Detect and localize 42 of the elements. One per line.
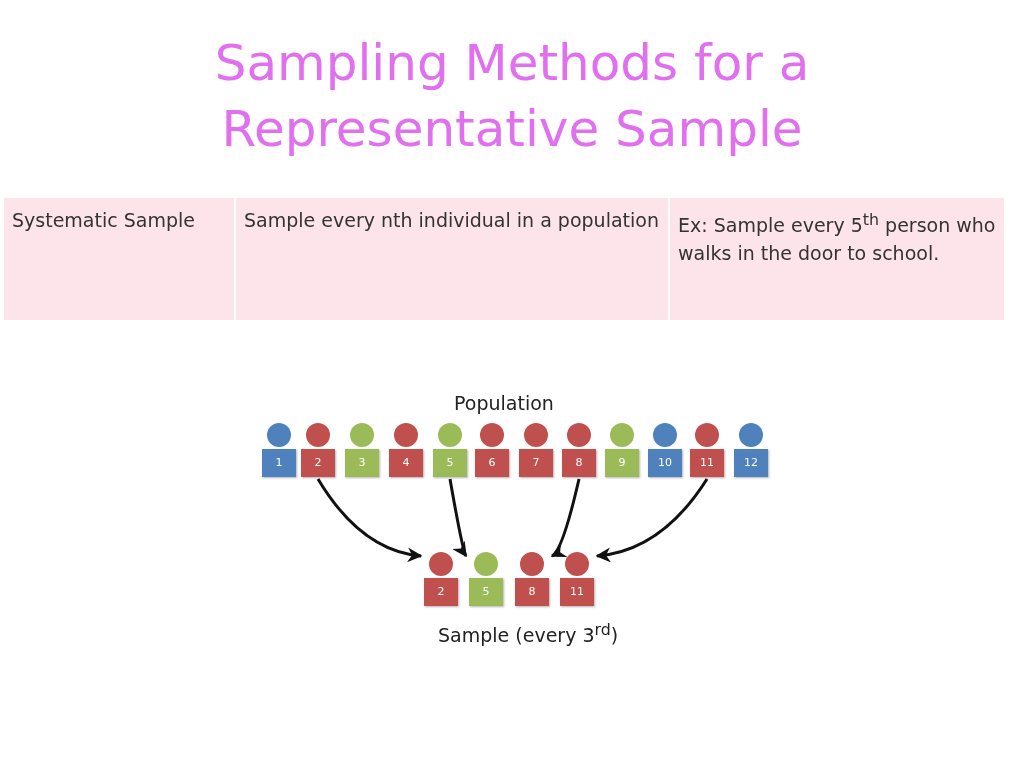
- person-figure: [424, 552, 458, 606]
- person-body: 11: [690, 449, 724, 477]
- person-figure: [475, 423, 509, 477]
- slide-title: Sampling Methods for a Representative Sample: [213, 33, 811, 160]
- person-figure: [515, 552, 549, 606]
- person-figure: [469, 552, 503, 606]
- arrow: [550, 478, 581, 558]
- table-cell-definition: Sample every nth individual in a population: [235, 197, 669, 321]
- person-figure: [262, 423, 296, 477]
- arrow: [595, 478, 709, 562]
- person-body: 6: [475, 449, 509, 477]
- person-figure: [734, 423, 768, 477]
- table-cell-method: Systematic Sample: [3, 197, 235, 321]
- person-body: 2: [301, 449, 335, 477]
- person-body: 7: [519, 449, 553, 477]
- person-body: 8: [562, 449, 596, 477]
- person-body: 5: [469, 578, 503, 606]
- person-body: 11: [560, 578, 594, 606]
- person-figure: [301, 423, 335, 477]
- person-figure: [389, 423, 423, 477]
- person-body: 4: [389, 449, 423, 477]
- person-figure: [648, 423, 682, 477]
- person-figure: [605, 423, 639, 477]
- table-cell-example: Ex: Sample every 5$^{th}$ person who walks in the door to school.: [669, 197, 1005, 321]
- person-figure: [562, 423, 596, 477]
- person-body: 12: [734, 449, 768, 477]
- diagram-caption: Sample (every 3$^{rd}$): [438, 620, 619, 647]
- person-body: 10: [648, 449, 682, 477]
- person-figure: [433, 423, 467, 477]
- arrow: [448, 478, 468, 558]
- person-figure: [519, 423, 553, 477]
- person-body: 1: [262, 449, 296, 477]
- person-body: 5: [433, 449, 467, 477]
- person-figure: [345, 423, 379, 477]
- person-figure: [560, 552, 594, 606]
- person-figure: [690, 423, 724, 477]
- person-body: 3: [345, 449, 379, 477]
- person-body: 9: [605, 449, 639, 477]
- person-body: 2: [424, 578, 458, 606]
- arrow: [316, 478, 423, 562]
- person-body: 8: [515, 578, 549, 606]
- diagram-heading: Population: [454, 392, 554, 414]
